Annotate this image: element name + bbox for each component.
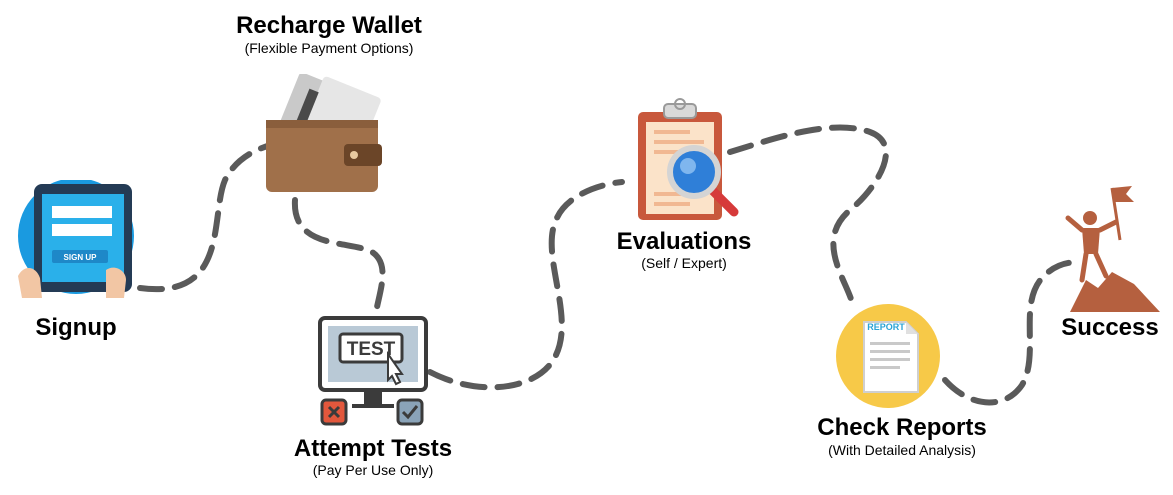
attempt-tests-title: Attempt Tests [293, 435, 453, 462]
test-screen-text: TEST [347, 339, 396, 360]
clipboard-magnifier-icon [638, 98, 739, 220]
signup-title: Signup [35, 314, 117, 341]
report-document-icon: REPORT [836, 304, 940, 408]
wallet-cards-icon [266, 74, 382, 192]
summit-flag-icon [1065, 186, 1160, 312]
success-title: Success [1061, 314, 1159, 341]
recharge-subtitle: (Flexible Payment Options) [244, 40, 414, 56]
monitor-test-icon: TEST [318, 316, 428, 426]
check-reports-title: Check Reports [817, 414, 987, 441]
evaluations-subtitle: (Self / Expert) [641, 255, 727, 271]
tablet-signup-icon: SIGN UP [18, 180, 134, 298]
attempt-tests-subtitle: (Pay Per Use Only) [312, 462, 434, 478]
evaluations-title: Evaluations [616, 228, 752, 255]
recharge-title: Recharge Wallet [236, 12, 422, 39]
check-reports-subtitle: (With Detailed Analysis) [828, 442, 976, 458]
signup-button-text: SIGN UP [64, 253, 98, 262]
report-doc-text: REPORT [867, 322, 905, 332]
